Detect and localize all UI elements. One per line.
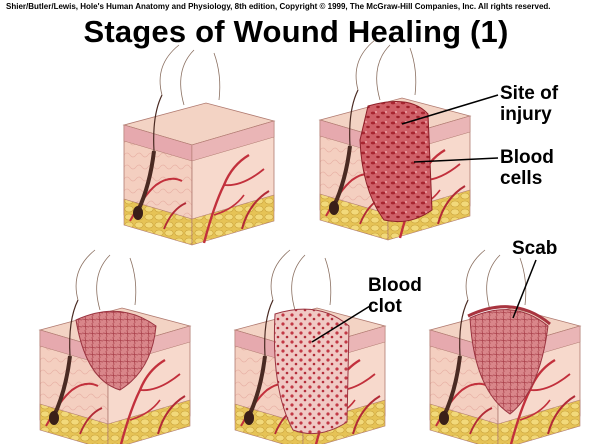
stage-site-of-injury [320,40,470,240]
label-blood-cells: Blood cells [500,147,554,189]
label-scab: Scab [512,238,557,259]
label-blood-clot: Blood clot [368,275,422,317]
stage-scab [430,250,580,444]
stage-blood-clot [235,250,385,444]
label-site-of-injury: Site of injury [500,83,558,125]
stage-early-healing [40,250,190,444]
stage-intact-skin [124,45,274,245]
